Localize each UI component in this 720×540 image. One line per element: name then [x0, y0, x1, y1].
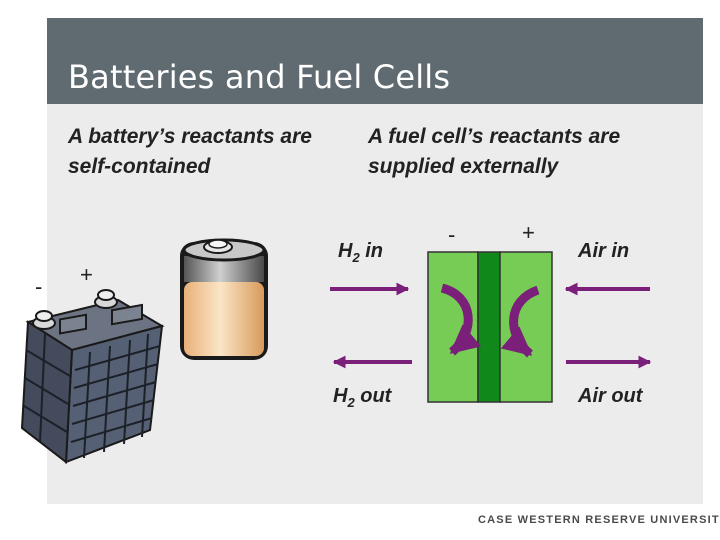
anode-curved-arrow-icon: [440, 283, 482, 356]
fuel-cell: [427, 251, 553, 403]
negative-terminal-icon: [32, 310, 56, 330]
battery-minus-label: -: [35, 274, 43, 299]
battery-plus-label: +: [80, 262, 93, 287]
electrolyte-membrane: [477, 251, 501, 403]
university-footer: CASE WESTERN RESERVE UNIVERSITY: [478, 514, 720, 526]
cathode-sign-label: +: [522, 220, 535, 245]
slide-title: Batteries and Fuel Cells: [68, 58, 451, 96]
cathode-curved-arrow-icon: [500, 285, 540, 358]
air-out-label: Air out: [578, 385, 643, 407]
air-in-label: Air in: [578, 240, 630, 262]
car-battery-icon: [20, 289, 165, 464]
fuel-cell-caption: A fuel cell’s reactants are supplied ext…: [368, 125, 621, 178]
dry-cell-battery-icon: [180, 238, 268, 360]
title-bar: [47, 18, 703, 104]
h2-in-label: H2 in: [338, 240, 384, 265]
battery-caption: A battery’s reactants are self-contained: [68, 125, 312, 178]
positive-terminal-icon: [94, 289, 118, 309]
anode-sign-label: -: [448, 222, 456, 247]
cathode-electrode: [499, 251, 553, 403]
h2-out-label: H2 out: [333, 385, 392, 410]
